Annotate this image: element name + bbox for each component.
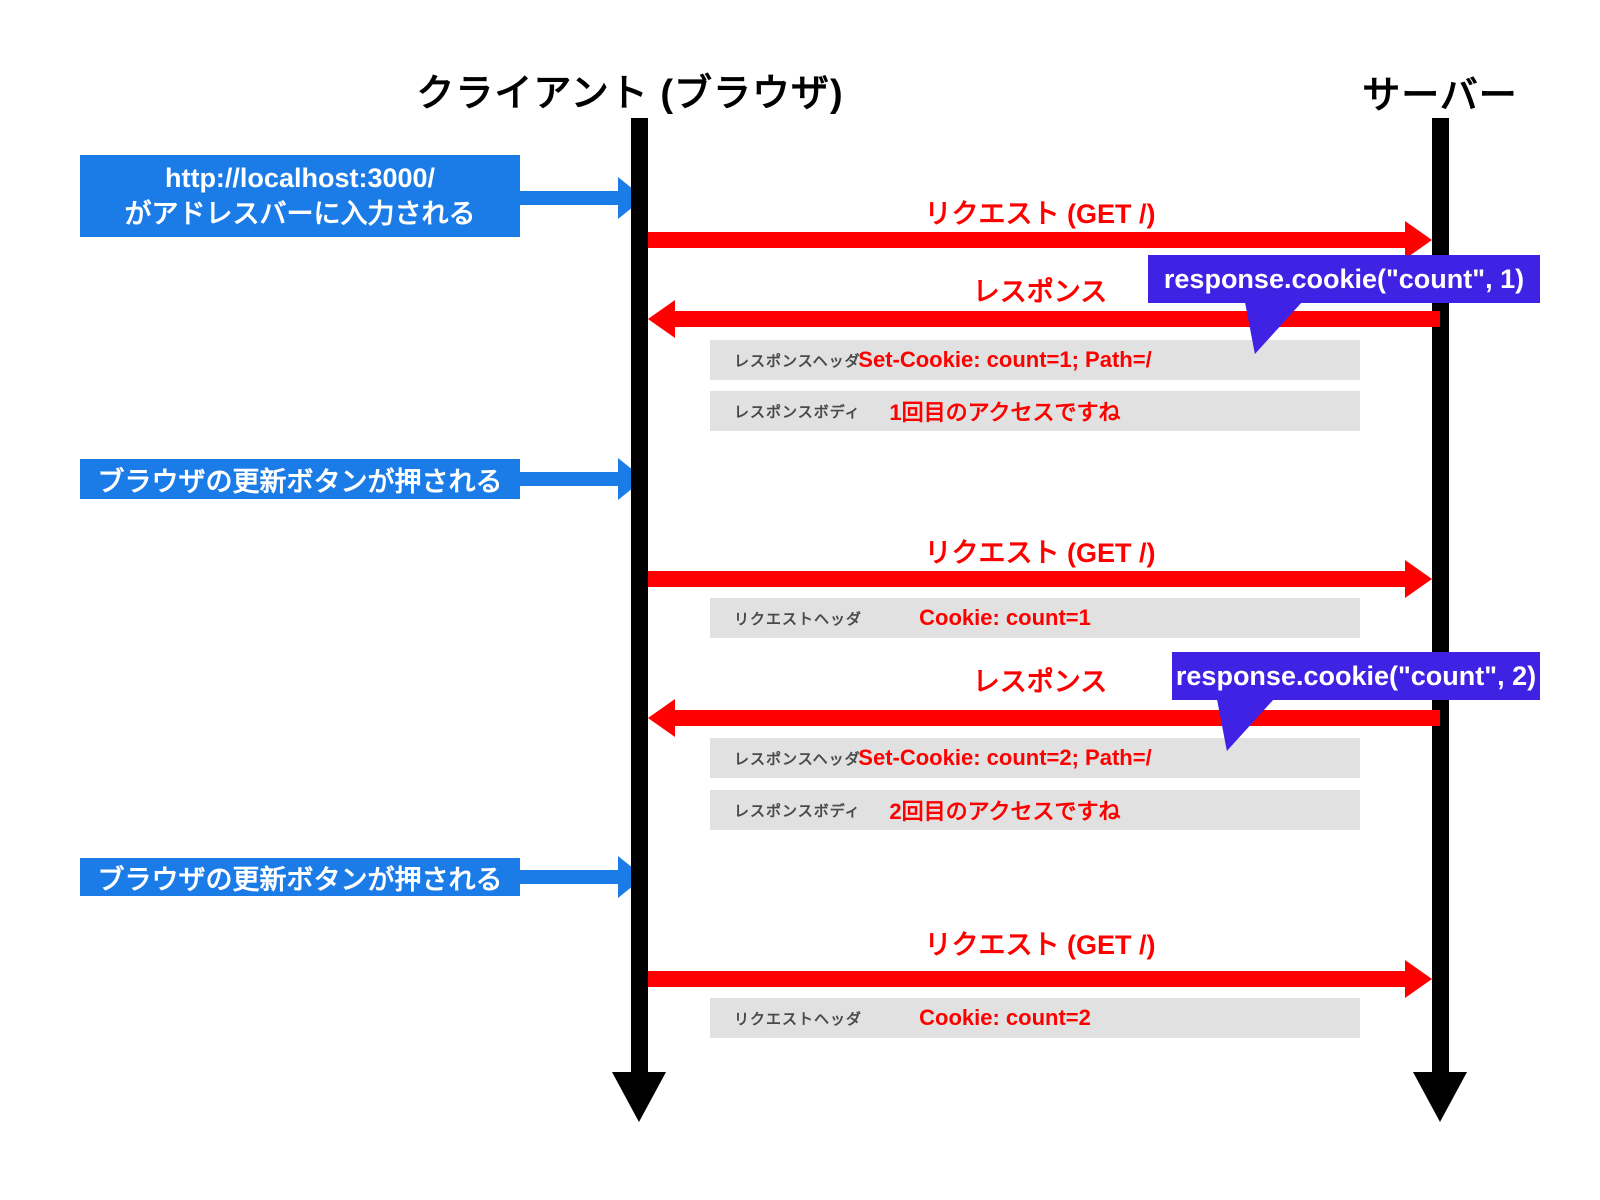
row-label: レスポンスボディ: [734, 802, 861, 820]
detail-row-request-header-1: リクエストヘッダ Cookie: count=1: [710, 598, 1360, 638]
note1-arrow-shaft: [518, 191, 620, 205]
row-value: Cookie: count=1: [919, 605, 1091, 630]
note-url-line2: がアドレスバーに入力される: [124, 199, 476, 229]
row-value: Set-Cookie: count=2; Path=/: [858, 745, 1152, 770]
client-title: クライアント (ブラウザ): [416, 73, 844, 115]
row-value: 1回目のアクセスですね: [889, 400, 1121, 425]
note-refresh-1-label: ブラウザの更新ボタンが押される: [97, 466, 503, 497]
note-refresh-1: ブラウザの更新ボタンが押される: [80, 459, 520, 499]
client-lifeline-arrow-icon: [612, 1072, 666, 1122]
request2-arrow: [648, 571, 1406, 587]
row-value: Set-Cookie: count=1; Path=/: [858, 347, 1152, 372]
row-label: リクエストヘッダ: [734, 1010, 863, 1028]
request1-arrow-head-icon: [1405, 221, 1432, 259]
request2-label: リクエスト (GET /): [924, 538, 1156, 568]
row-label: レスポンスヘッダ: [734, 352, 861, 370]
row-label: リクエストヘッダ: [734, 610, 863, 628]
response2-arrow: [675, 710, 1440, 726]
client-lifeline: [631, 118, 648, 1072]
request3-arrow-head-icon: [1405, 960, 1432, 998]
note-url-entered: http://localhost:3000/ がアドレスバーに入力される: [80, 155, 520, 237]
row-value: 2回目のアクセスですね: [889, 799, 1121, 824]
request1-label: リクエスト (GET /): [924, 199, 1156, 229]
note-url-line1: http://localhost:3000/: [164, 163, 436, 193]
response1-label: レスポンス: [972, 277, 1108, 307]
response1-arrow: [675, 311, 1440, 327]
row-value: Cookie: count=2: [919, 1005, 1091, 1030]
note-refresh-2-label: ブラウザの更新ボタンが押される: [97, 864, 503, 895]
note2-arrow-shaft: [518, 472, 620, 486]
response2-arrow-head-icon: [648, 699, 675, 737]
detail-row-request-header-2: リクエストヘッダ Cookie: count=2: [710, 998, 1360, 1038]
note-refresh-2: ブラウザの更新ボタンが押される: [80, 858, 520, 896]
note3-arrow-shaft: [518, 870, 620, 884]
callout-cookie-1: response.cookie("count", 1): [1148, 255, 1540, 303]
request2-arrow-head-icon: [1405, 560, 1432, 598]
callout-cookie-2: response.cookie("count", 2): [1172, 652, 1540, 700]
detail-row-response-body-2: レスポンスボディ 2回目のアクセスですね: [710, 790, 1360, 830]
server-title: サーバー: [1362, 75, 1518, 117]
detail-row-response-header-1: レスポンスヘッダ Set-Cookie: count=1; Path=/: [710, 340, 1360, 380]
response2-label: レスポンス: [972, 667, 1108, 697]
row-label: レスポンスヘッダ: [734, 750, 861, 768]
row-label: レスポンスボディ: [734, 403, 861, 421]
response1-arrow-head-icon: [648, 300, 675, 338]
detail-row-response-header-2: レスポンスヘッダ Set-Cookie: count=2; Path=/: [710, 738, 1360, 778]
server-lifeline: [1432, 118, 1449, 1072]
request3-arrow: [648, 971, 1406, 987]
request1-arrow: [648, 232, 1406, 248]
detail-row-response-body-1: レスポンスボディ 1回目のアクセスですね: [710, 391, 1360, 431]
server-lifeline-arrow-icon: [1413, 1072, 1467, 1122]
request3-label: リクエスト (GET /): [924, 930, 1156, 960]
